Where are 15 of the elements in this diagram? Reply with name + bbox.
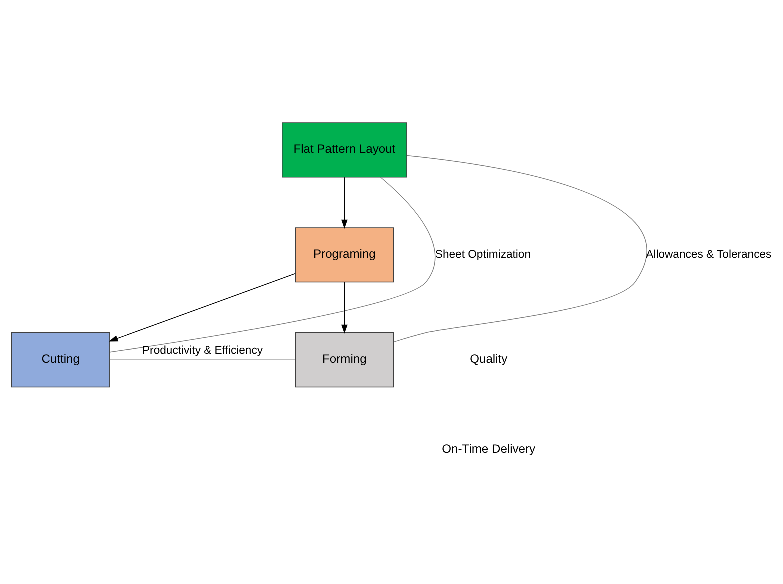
connector: [394, 154, 647, 342]
edge-label: Allowances & Tolerances: [646, 248, 772, 260]
node-box: Cutting: [11, 332, 110, 388]
arrow: [342, 176, 348, 228]
node-box: Flat Pattern Layout: [282, 122, 408, 178]
edge-label: Productivity & Efficiency: [142, 344, 264, 357]
node-box: Forming: [295, 332, 394, 388]
edge-label: Sheet Optimization: [435, 248, 532, 260]
arrow: [109, 272, 296, 342]
label: On-Time Delivery: [442, 441, 536, 456]
node-box: Programing: [295, 227, 394, 282]
label: Quality: [470, 351, 508, 366]
connector: [110, 359, 296, 360]
connector: [110, 176, 436, 352]
arrow: [342, 282, 348, 334]
